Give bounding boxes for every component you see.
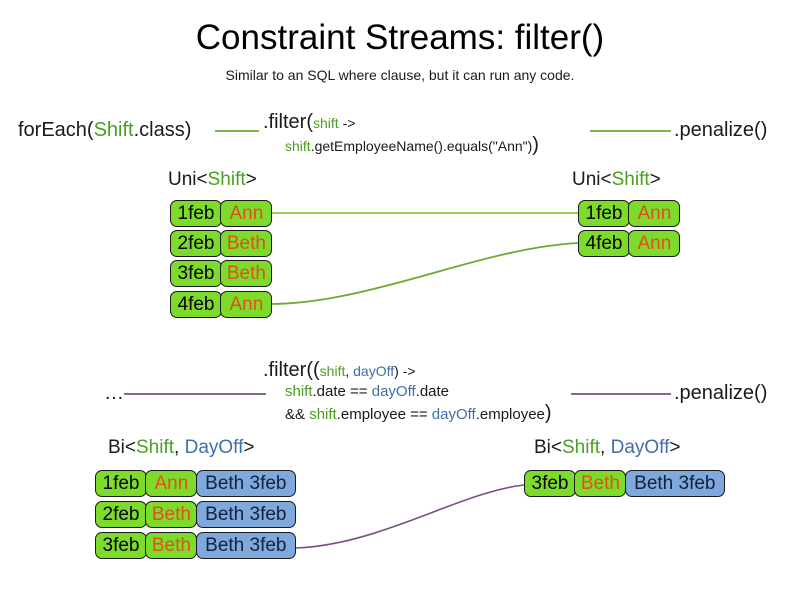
tuple-date: 1feb [578, 200, 630, 227]
tuple-date: 3feb [524, 470, 576, 497]
bi-filter-l2-mid: .date == [312, 383, 372, 400]
foreach-type-shift: Shift [93, 119, 134, 141]
tuple-employee: Beth [220, 260, 273, 287]
foreach-prefix: forEach( [18, 119, 94, 141]
uni-filter-lambda-param: shift [313, 115, 339, 131]
tuple-date: 3feb [170, 260, 222, 287]
uni-penalize-call: .penalize() [674, 119, 768, 141]
tuple-dayoff: Beth 3feb [624, 470, 725, 497]
table-row[interactable]: 1feb Ann [170, 200, 273, 227]
tuple-date: 1feb [170, 200, 222, 227]
uni-filter-open: .filter( [263, 111, 313, 133]
bi-left-type-comma: , [174, 437, 185, 458]
page-title: Constraint Streams: filter() [195, 18, 605, 57]
bi-filter-line-1: .filter((shift, dayOff) -> [263, 358, 416, 383]
tuple-dayoff: Beth 3feb [195, 470, 296, 497]
bi-left-type-dayoff: DayOff [184, 437, 244, 458]
table-row[interactable]: 3feb Beth Beth 3feb [524, 470, 725, 497]
foreach-suffix: .class) [133, 119, 192, 141]
uni-left-type-prefix: Uni< [168, 169, 208, 190]
tuple-date: 3feb [95, 532, 147, 559]
bi-right-type-shift: Shift [562, 437, 601, 458]
tuple-employee: Ann [220, 291, 273, 318]
bi-right-type-comma: , [600, 437, 611, 458]
bi-right-type-suffix: > [669, 437, 681, 458]
uni-filter-arrow: -> [338, 115, 356, 131]
bi-penalize-call: .penalize() [674, 382, 768, 404]
table-row[interactable]: 4feb Ann [170, 291, 273, 318]
tuple-date: 2feb [95, 501, 147, 528]
tuple-employee: Ann [145, 470, 198, 497]
tuple-employee: Ann [628, 230, 681, 257]
tuple-employee: Beth [574, 470, 627, 497]
bi-filter-l3-tail: .employee [475, 406, 545, 423]
uni-left-type-suffix: > [245, 169, 257, 190]
table-row[interactable]: 1feb Ann [578, 200, 681, 227]
bi-left-type-prefix: Bi< [108, 437, 136, 458]
tuple-employee: Ann [628, 200, 681, 227]
uni-right-type-caption: Uni<Shift> [572, 168, 661, 192]
bi-filter-l2-dayoff: dayOff [371, 383, 416, 400]
table-row[interactable]: 4feb Ann [578, 230, 681, 257]
foreach-call: forEach(Shift.class) [18, 118, 191, 143]
table-row[interactable]: 3feb Beth Beth 3feb [95, 532, 296, 559]
bi-right-type-prefix: Bi< [534, 437, 562, 458]
page-subtitle: Similar to an SQL where clause, but it c… [225, 67, 575, 83]
uni-filter-body-expr: .getEmployeeName().equals("Ann") [310, 138, 533, 154]
tuple-date: 4feb [578, 230, 630, 257]
tuple-date: 2feb [170, 230, 222, 257]
bi-filter-l3-and: && [285, 406, 310, 423]
table-row[interactable]: 3feb Beth [170, 260, 273, 287]
uni-right-type-suffix: > [649, 169, 661, 190]
table-row[interactable]: 2feb Beth Beth 3feb [95, 501, 296, 528]
bi-filter-param-shift: shift [319, 363, 346, 379]
uni-right-type-prefix: Uni< [572, 169, 612, 190]
bi-filter-line-2: shift.date == dayOff.date [285, 382, 449, 402]
tuple-date: 1feb [95, 470, 147, 497]
bi-right-type-dayoff: DayOff [610, 437, 670, 458]
bi-filter-line-3: && shift.employee == dayOff.employee) [285, 403, 552, 425]
uni-left-type-shift: Shift [207, 169, 246, 190]
uni-filter-body-var: shift [285, 138, 311, 154]
bi-filter-param-comma: , [345, 363, 354, 379]
bi-filter-l3-shift: shift [309, 406, 337, 423]
tuple-date: 4feb [170, 291, 222, 318]
uni-filter-close-paren: ) [532, 134, 539, 156]
bi-left-type-caption: Bi<Shift, DayOff> [108, 436, 254, 460]
tuple-employee: Beth [145, 532, 198, 559]
tuple-employee: Ann [220, 200, 273, 227]
bi-filter-close-paren: ) [544, 402, 552, 424]
tuple-employee: Beth [220, 230, 273, 257]
bi-tuple-link-3feb-beth [295, 484, 525, 549]
bi-left-type-suffix: > [243, 437, 255, 458]
bi-source-ellipsis: … [104, 382, 124, 404]
uni-filter-line-2: shift.getEmployeeName().equals("Ann")) [285, 134, 539, 156]
bi-filter-l3-mid: .employee == [336, 406, 432, 423]
tuple-link-4feb-ann [269, 242, 579, 305]
table-row[interactable]: 1feb Ann Beth 3feb [95, 470, 296, 497]
bi-filter-arrow: ) -> [394, 363, 416, 379]
uni-filter-line-1: .filter(shift -> [263, 110, 355, 135]
bi-filter-l3-dayoff: dayOff [431, 406, 476, 423]
uni-left-type-caption: Uni<Shift> [168, 168, 257, 192]
bi-filter-open: .filter(( [263, 359, 320, 381]
bi-filter-l2-shift: shift [285, 383, 313, 400]
table-row[interactable]: 2feb Beth [170, 230, 273, 257]
bi-left-type-shift: Shift [136, 437, 175, 458]
tuple-dayoff: Beth 3feb [195, 532, 296, 559]
bi-filter-l2-tail: .date [415, 383, 450, 400]
bi-filter-param-dayoff: dayOff [353, 363, 395, 379]
uni-right-type-shift: Shift [611, 169, 650, 190]
bi-right-type-caption: Bi<Shift, DayOff> [534, 436, 680, 460]
tuple-employee: Beth [145, 501, 198, 528]
tuple-dayoff: Beth 3feb [195, 501, 296, 528]
